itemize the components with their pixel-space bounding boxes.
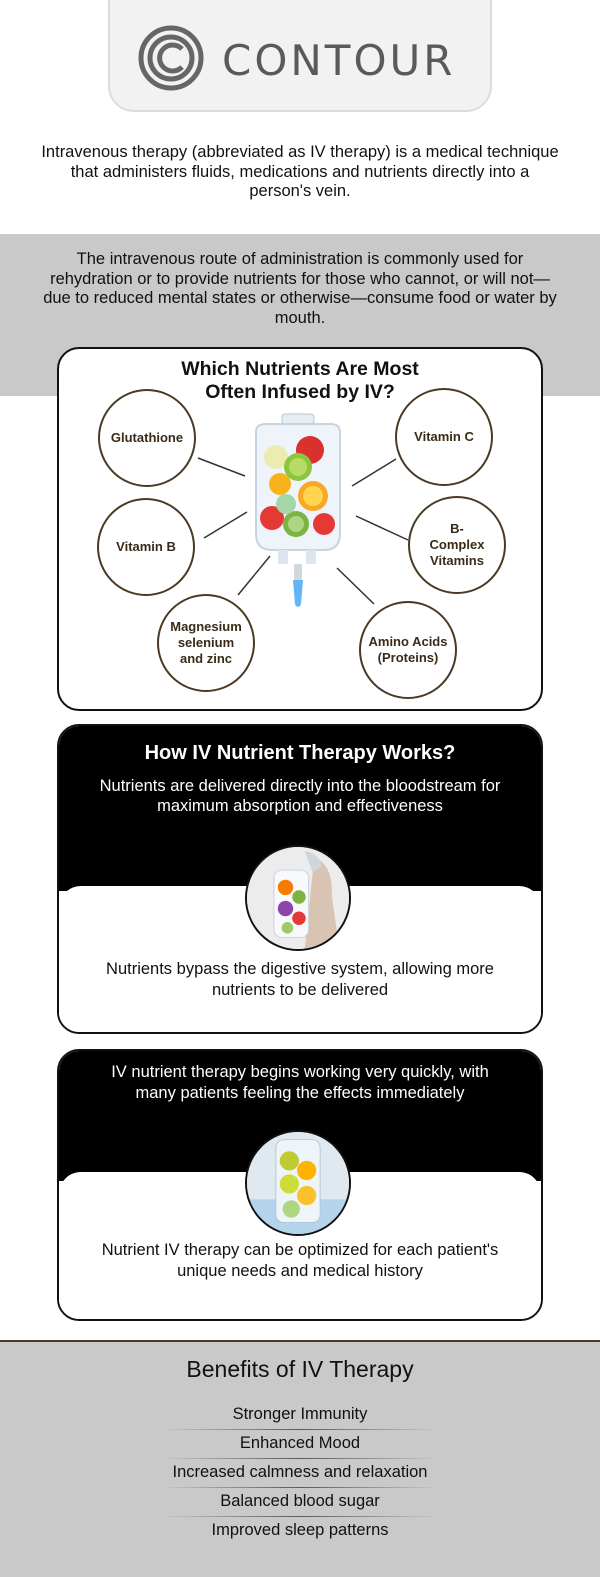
nutrient-magnesium-selenium-zinc: Magnesium selenium and zinc [157, 594, 255, 692]
nutrient-amino-acids: Amino Acids (Proteins) [359, 601, 457, 699]
how-it-works-card [57, 724, 543, 1034]
nutrients-title-line1: Which Nutrients Are Most [181, 358, 419, 380]
iv-bag-fruit-icon [255, 413, 341, 607]
logo-card [108, 0, 492, 112]
brand-name: CONTOUR [222, 36, 456, 85]
works-title: How IV Nutrient Therapy Works? [144, 742, 456, 764]
citrus-bag-icon [247, 1132, 349, 1234]
nutrient-glutathione: Glutathione [98, 389, 196, 487]
route-text: The intravenous route of administration … [43, 250, 557, 327]
nutrients-title: Which Nutrients Are Most Often Infused b… [0, 358, 600, 404]
benefit-item: Increased calmness and relaxation [172, 1463, 428, 1481]
works-subtitle: Nutrients are delivered directly into th… [99, 777, 501, 815]
contour-logo-icon [138, 25, 204, 91]
benefit-divider [160, 1516, 440, 1517]
benefit-divider [160, 1487, 440, 1488]
benefit-divider [160, 1429, 440, 1430]
quick-bottom-text: Nutrient IV therapy can be optimized for… [101, 1241, 499, 1280]
benefit-item: Stronger Immunity [232, 1405, 368, 1423]
iv-bag-photo [245, 845, 351, 951]
quick-text: IV nutrient therapy begins working very … [111, 1063, 489, 1102]
benefits-title: Benefits of IV Therapy [186, 1356, 414, 1382]
nutrient-vitamin-b: Vitamin B [97, 498, 195, 596]
iv-bag-hand-icon [247, 847, 349, 949]
benefit-item: Balanced blood sugar [220, 1492, 380, 1510]
nutrient-vitamin-c: Vitamin C [395, 388, 493, 486]
intro-text: Intravenous therapy (abbreviated as IV t… [41, 143, 559, 200]
benefit-divider [160, 1458, 440, 1459]
nutrients-title-line2: Often Infused by IV? [205, 381, 395, 403]
citrus-bag-photo [245, 1130, 351, 1236]
benefit-item: Improved sleep patterns [211, 1521, 389, 1539]
benefit-item: Enhanced Mood [239, 1434, 361, 1452]
works-bottom-text: Nutrients bypass the digestive system, a… [106, 960, 494, 999]
nutrient-b-complex: B-Complex Vitamins [408, 496, 506, 594]
